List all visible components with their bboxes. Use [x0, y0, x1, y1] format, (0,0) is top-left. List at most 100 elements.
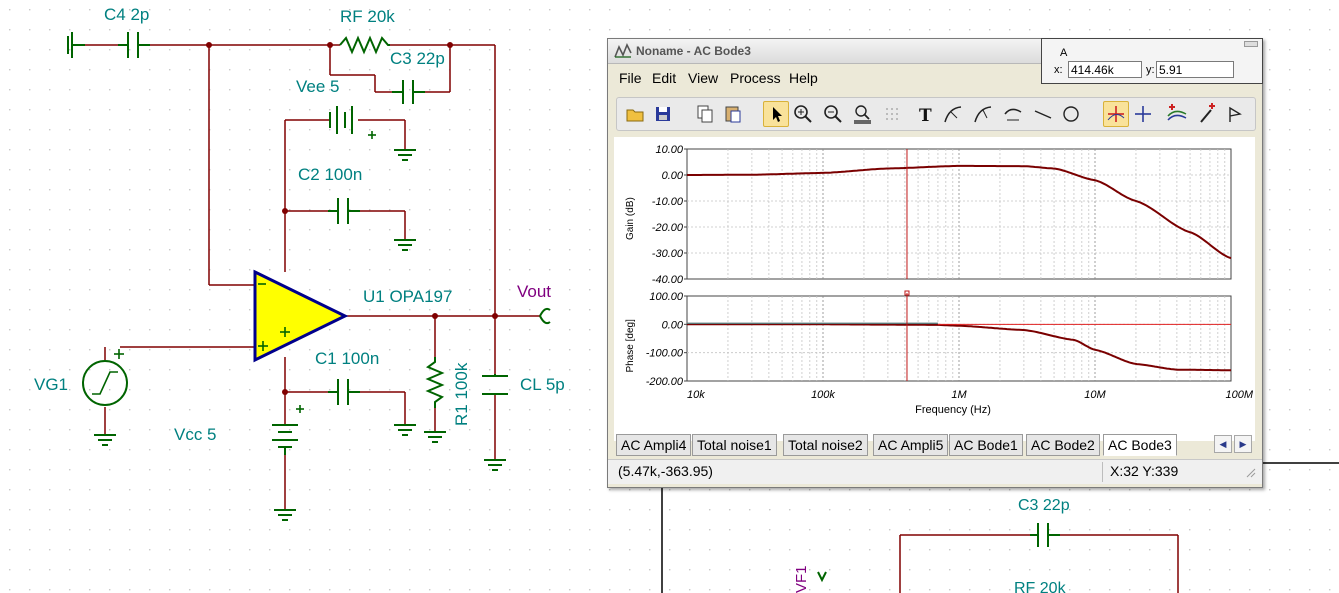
y-tick-label: -10.00 [652, 196, 684, 208]
label-u1: U1 OPA197 [363, 287, 452, 306]
label-c2: C2 100n [298, 165, 362, 184]
label-vee: Vee 5 [296, 77, 340, 96]
cursor-y-input[interactable] [1156, 61, 1234, 78]
open-folder-icon[interactable] [623, 102, 647, 126]
label-rf: RF 20k [340, 7, 395, 26]
text-icon[interactable]: T [913, 102, 937, 126]
cursor-b-icon[interactable] [1131, 102, 1155, 126]
bode-window[interactable]: Noname - AC Bode3 File Edit View Process… [607, 38, 1263, 488]
tab-ac-bode2[interactable]: AC Bode2 [1026, 434, 1100, 456]
tab-ac-ampli4[interactable]: AC Ampli4 [616, 434, 692, 456]
x-tick-label: 100k [811, 389, 835, 401]
cursor-a-icon[interactable] [1103, 101, 1129, 127]
cursor-x-label: x: [1054, 64, 1063, 76]
label-vg1: VG1 [34, 375, 68, 394]
schematic-labels: C4 2p RF 20k C3 22p Vee 5 C2 100n U1 OPA… [34, 5, 1070, 593]
zoom-in-icon[interactable] [791, 102, 815, 126]
cursor-name: A [1060, 47, 1068, 59]
status-pointer-position: X:32 Y:339 [1110, 463, 1179, 479]
result-tabs: AC Ampli4 Total noise1 Total noise2 AC A… [616, 434, 1256, 456]
components [67, 32, 1060, 583]
tab-ac-ampli5[interactable]: AC Ampli5 [873, 434, 949, 456]
tab-ac-bode1[interactable]: AC Bode1 [949, 434, 1023, 456]
svg-text:T: T [919, 106, 932, 126]
gain-axis-tick-labels: 10.00 0.00 -10.00 -20.00 -30.00 -40.00 [652, 144, 687, 286]
curve-tool-3-icon[interactable] [1001, 102, 1025, 126]
menu-view[interactable]: View [688, 70, 719, 86]
y-tick-label: 0.00 [662, 319, 684, 331]
gain-curve[interactable] [687, 164, 1232, 260]
phase-curve[interactable] [687, 323, 1231, 372]
line-icon[interactable] [1031, 102, 1055, 126]
tab-ac-bode3[interactable]: AC Bode3 [1103, 434, 1177, 456]
tab-scroll-left-icon[interactable]: ◀ [1214, 435, 1232, 453]
tab-total-noise2[interactable]: Total noise2 [783, 434, 868, 456]
menu-process[interactable]: Process [730, 70, 781, 86]
frequency-tick-labels: 10k 100k 1M 10M 100M [687, 389, 1254, 401]
menu-bar: File Edit View Process Help [608, 66, 1262, 88]
y-tick-label: 0.00 [662, 170, 684, 182]
y-tick-label: 10.00 [655, 144, 683, 156]
window-title: Noname - AC Bode3 [636, 44, 751, 58]
zoom-out-icon[interactable] [821, 102, 845, 126]
label-r1: R1 100k [452, 362, 471, 426]
tab-total-noise1[interactable]: Total noise1 [692, 434, 777, 456]
x-tick-label: 100M [1225, 389, 1253, 401]
cursor-readout-box[interactable]: A x: y: [1041, 38, 1263, 84]
tab-scroll-right-icon[interactable]: ▶ [1234, 435, 1252, 453]
curve-tool-icon[interactable] [941, 102, 965, 126]
menu-file[interactable]: File [619, 70, 642, 86]
label-vf1: VF1 [793, 565, 810, 593]
cursor-handle[interactable] [904, 290, 910, 296]
label-vcc: Vcc 5 [174, 425, 217, 444]
status-separator [1102, 462, 1103, 482]
cursor-x-input[interactable] [1068, 61, 1142, 78]
cursor-y-label: y: [1146, 64, 1155, 76]
label-vout: Vout [517, 282, 551, 301]
label-c3: C3 22p [390, 49, 445, 68]
label-cl: CL 5p [520, 375, 565, 394]
flag-icon[interactable] [1223, 102, 1247, 126]
add-curve-icon[interactable] [1165, 102, 1189, 126]
x-tick-label: 10k [687, 389, 705, 401]
plot-frame [686, 295, 1232, 382]
junctions [206, 42, 498, 395]
status-coordinates: (5.47k,-363.95) [618, 463, 713, 479]
opamp-signs [114, 131, 376, 413]
gain-grid [686, 148, 1232, 280]
toolbar: T [616, 97, 1256, 131]
resize-grip-icon[interactable] [1244, 466, 1256, 478]
frequency-axis-label: Frequency (Hz) [915, 404, 991, 416]
y-tick-label: -30.00 [652, 248, 684, 260]
marker-icon[interactable] [1195, 102, 1219, 126]
paste-icon[interactable] [721, 102, 745, 126]
gain-axis-label: Gain (dB) [625, 197, 636, 240]
menu-help[interactable]: Help [789, 70, 818, 86]
x-tick-label: 1M [951, 389, 967, 401]
phase-grid [686, 295, 1232, 382]
opamp-symbol [253, 269, 349, 363]
label-c4: C4 2p [104, 5, 149, 24]
grid-icon[interactable] [881, 102, 905, 126]
label-rf-second: RF 20k [1014, 580, 1067, 593]
cursor-box-minimize-icon[interactable] [1244, 41, 1258, 47]
bode-plot-area[interactable]: 10.00 0.00 -10.00 -20.00 -30.00 -40.00 100.00… [614, 137, 1255, 441]
x-tick-label: 10M [1084, 389, 1106, 401]
y-tick-label: 100.00 [649, 291, 684, 303]
bode-plot[interactable]: 10.00 0.00 -10.00 -20.00 -30.00 -40.00 100.00… [614, 137, 1255, 441]
pointer-icon[interactable] [763, 101, 789, 127]
curve-tool-2-icon[interactable] [971, 102, 995, 126]
phase-axis-label: Phase [deg] [625, 319, 636, 373]
menu-edit[interactable]: Edit [652, 70, 677, 86]
circle-icon[interactable] [1059, 102, 1083, 126]
label-c3-second: C3 22p [1018, 497, 1070, 514]
phase-axis-tick-labels: 100.000.00-100.00-200.00 [646, 291, 687, 388]
y-tick-label: -20.00 [652, 222, 684, 234]
y-tick-label: -100.00 [646, 348, 684, 360]
zoom-100-icon[interactable] [851, 102, 875, 126]
save-icon[interactable] [651, 102, 675, 126]
y-tick-label: -40.00 [652, 274, 684, 286]
status-bar: (5.47k,-363.95) X:32 Y:339 [608, 459, 1262, 484]
copy-icon[interactable] [693, 102, 717, 126]
app-icon [614, 43, 632, 58]
